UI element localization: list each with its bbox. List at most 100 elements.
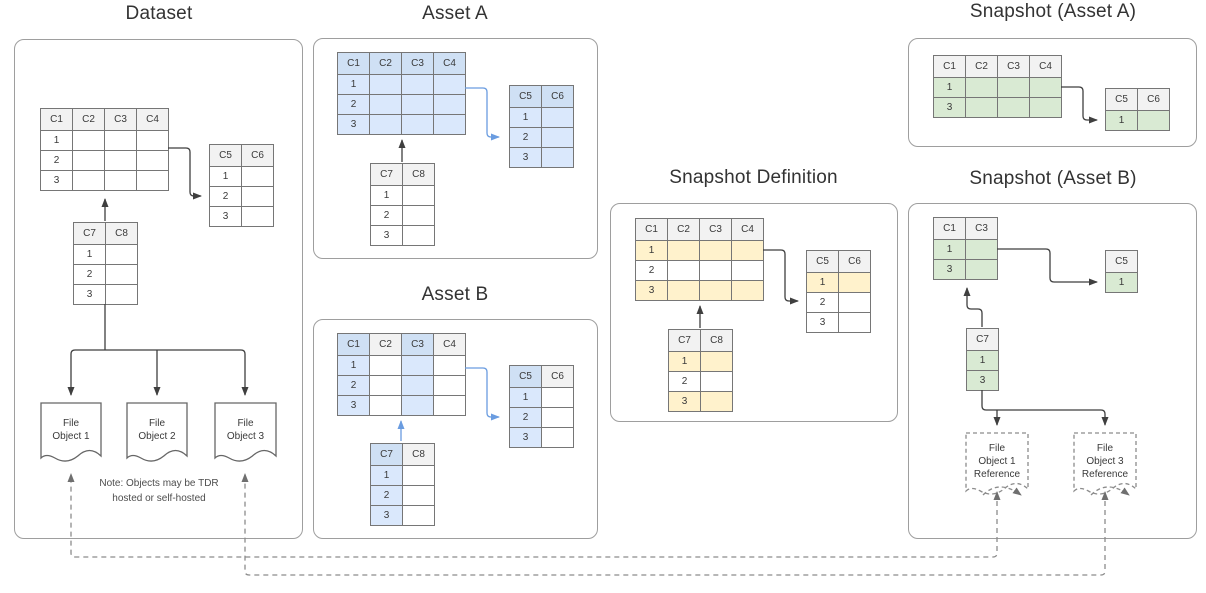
row-label-cell: 3 xyxy=(806,312,839,333)
data-cell xyxy=(72,130,105,151)
data-cell xyxy=(838,312,871,333)
row-label-cell: 3 xyxy=(337,395,370,416)
data-cell xyxy=(541,107,574,128)
data-cell xyxy=(667,260,700,281)
column-header: C4 xyxy=(731,218,764,241)
file-object-3-label: File Object 3 xyxy=(226,417,265,442)
row-label-cell: 3 xyxy=(370,505,403,526)
data-cell xyxy=(369,94,402,115)
data-cell xyxy=(997,97,1030,118)
panel-title-snapshot-asset-a: Snapshot (Asset A) xyxy=(969,1,1137,22)
data-cell xyxy=(369,74,402,95)
row-label-cell: 1 xyxy=(668,351,701,372)
column-header: C5 xyxy=(1105,88,1138,111)
row-label-cell: 3 xyxy=(966,370,999,391)
row-label-cell: 2 xyxy=(370,205,403,226)
column-header: C3 xyxy=(401,333,434,356)
data-cell xyxy=(104,170,137,191)
data-cell xyxy=(401,94,434,115)
data-cell xyxy=(541,407,574,428)
row-label-cell: 2 xyxy=(509,407,542,428)
panel-title-snapshot-asset-b: Snapshot (Asset B) xyxy=(969,168,1137,189)
data-cell xyxy=(401,355,434,376)
data-cell xyxy=(997,77,1030,98)
row-label-cell: 2 xyxy=(209,186,242,207)
data-cell xyxy=(433,114,466,135)
data-cell xyxy=(1137,110,1170,131)
data-cell xyxy=(104,130,137,151)
data-cell xyxy=(369,114,402,135)
file-object-2: File Object 2 xyxy=(126,402,188,467)
column-header: C4 xyxy=(433,333,466,356)
column-header: C4 xyxy=(136,108,169,131)
data-cell xyxy=(136,150,169,171)
data-cell xyxy=(402,505,435,526)
column-header: C6 xyxy=(541,85,574,108)
row-label-cell: 3 xyxy=(668,391,701,412)
column-header: C1 xyxy=(635,218,668,241)
row-label-cell: 3 xyxy=(509,427,542,448)
row-label-cell: 1 xyxy=(509,107,542,128)
file-object-3-reference-label: File Object 3 Reference xyxy=(1081,442,1129,480)
row-label-cell: 1 xyxy=(933,77,966,98)
row-label-cell: 3 xyxy=(73,284,106,305)
column-header: C7 xyxy=(966,328,999,351)
data-cell xyxy=(541,387,574,408)
column-header: C8 xyxy=(700,329,733,352)
data-cell xyxy=(699,260,732,281)
data-cell xyxy=(433,355,466,376)
column-header: C3 xyxy=(965,217,998,240)
column-header: C5 xyxy=(509,365,542,388)
column-header: C5 xyxy=(806,250,839,273)
document-shape xyxy=(214,402,277,462)
row-label-cell: 1 xyxy=(806,272,839,293)
row-label-cell: 2 xyxy=(509,127,542,148)
row-label-cell: 2 xyxy=(337,94,370,115)
data-cell xyxy=(136,170,169,191)
row-label-cell: 3 xyxy=(370,225,403,246)
row-label-cell: 1 xyxy=(40,130,73,151)
column-header: C4 xyxy=(1029,55,1062,78)
column-header: C2 xyxy=(667,218,700,241)
data-cell xyxy=(965,77,998,98)
data-cell xyxy=(541,427,574,448)
column-header: C6 xyxy=(1137,88,1170,111)
data-cell xyxy=(731,240,764,261)
row-label-cell: 2 xyxy=(337,375,370,396)
row-label-cell: 1 xyxy=(370,465,403,486)
file-object-1-reference-label: File Object 1 Reference xyxy=(973,442,1021,480)
row-label-cell: 1 xyxy=(509,387,542,408)
data-cell xyxy=(700,351,733,372)
file-object-3: File Object 3 xyxy=(214,402,277,467)
row-label-cell: 3 xyxy=(40,170,73,191)
row-label-cell: 2 xyxy=(73,264,106,285)
data-cell xyxy=(433,74,466,95)
data-cell xyxy=(965,97,998,118)
row-label-cell: 3 xyxy=(635,280,668,301)
data-cell xyxy=(401,375,434,396)
row-label-cell: 2 xyxy=(668,371,701,392)
row-label-cell: 3 xyxy=(933,259,966,280)
column-header: C6 xyxy=(541,365,574,388)
column-header: C6 xyxy=(838,250,871,273)
data-cell xyxy=(402,465,435,486)
data-cell xyxy=(965,239,998,260)
row-label-cell: 3 xyxy=(509,147,542,168)
data-cell xyxy=(105,264,138,285)
column-header: C8 xyxy=(402,443,435,466)
